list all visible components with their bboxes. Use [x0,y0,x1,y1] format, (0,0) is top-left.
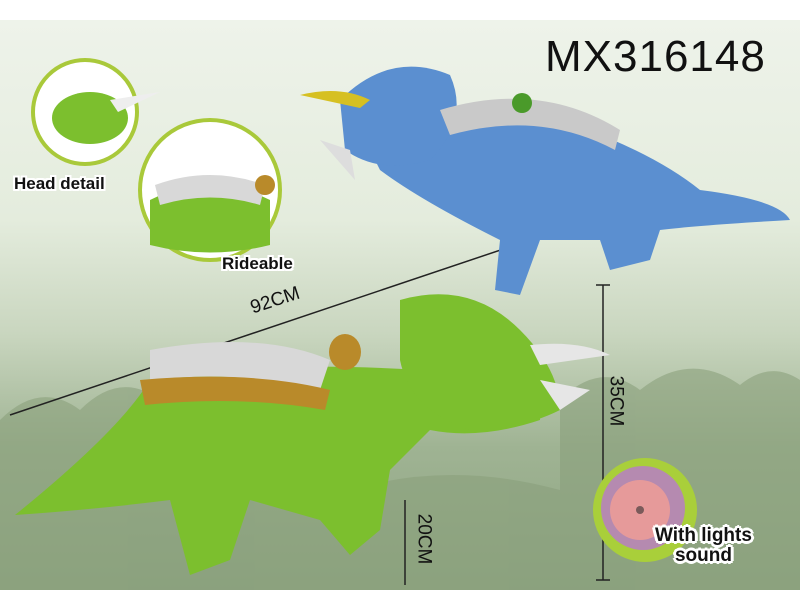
feature-line-1: With lights [655,525,752,546]
head-detail-label: Head detail [14,174,105,193]
rideable-label: Rideable [222,254,293,273]
rideable-inset [138,118,282,262]
feature-label: With lights sound [655,526,752,566]
head-detail-inset [31,58,160,166]
product-code: MX316148 [545,32,766,81]
height-label: 35CM [605,375,627,427]
feature-line-2: sound [674,545,732,566]
green-triceratops [15,294,610,575]
sound-module [593,458,697,562]
blue-triceratops [300,66,790,295]
leg-height-label: 20CM [413,513,435,565]
